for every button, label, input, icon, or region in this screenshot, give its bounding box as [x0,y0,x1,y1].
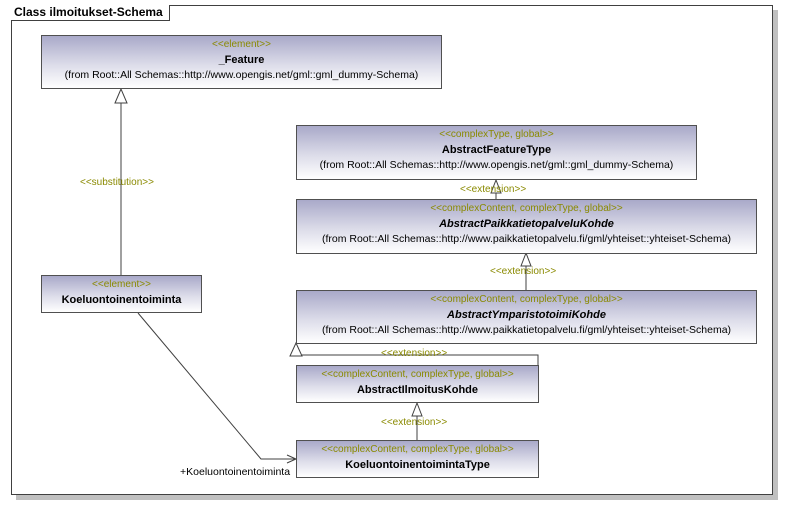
class-origin: (from Root::All Schemas::http://www.open… [64,69,419,81]
class-name: AbstractYmparistotoimiKohde [447,309,606,321]
stereotype: <<complexContent, complexType, global>> [430,203,623,214]
substitution-label: <<substitution>> [80,177,154,188]
class-name: KoeluontoinentoimintaType [345,459,490,471]
class-origin: (from Root::All Schemas::http://www.paik… [321,324,732,336]
class-abstract-feature-type[interactable]: <<complexType, global>> AbstractFeatureT… [296,125,697,180]
stereotype: <<element>> [212,39,271,50]
stereotype: <<complexContent, complexType, global>> [321,369,514,380]
class-name: Koeluontoinentoiminta [61,294,182,306]
stereotype: <<complexType, global>> [439,129,554,140]
class-koeluontoinentoiminta-type[interactable]: <<complexContent, complexType, global>> … [296,440,539,478]
association-line [137,312,296,460]
association-role-label: +Koeluontoinentoiminta [180,466,291,478]
extension-label: <<extension>> [460,184,527,195]
stereotype: <<complexContent, complexType, global>> [321,444,514,455]
stereotype: <<complexContent, complexType, global>> [430,294,623,305]
generalization-arrowhead [411,401,423,417]
class-abstract-paikkatietopalvelu-kohde[interactable]: <<complexContent, complexType, global>> … [296,199,757,254]
generalization-arrowhead [520,251,532,267]
generalization-arrowhead [114,87,128,104]
class-name: AbstractFeatureType [441,144,552,156]
extension-label: <<extension>> [381,348,448,359]
extension-label: <<extension>> [381,417,448,428]
class-feature[interactable]: <<element>> _Feature (from Root::All Sch… [41,35,442,89]
stereotype: <<element>> [92,279,151,290]
class-abstract-ymparistotoimi-kohde[interactable]: <<complexContent, complexType, global>> … [296,290,757,344]
generalization-arrowhead [490,178,502,194]
diagram-title: Class ilmoitukset-Schema [11,5,170,21]
class-koeluontoinentoiminta[interactable]: <<element>> Koeluontoinentoiminta [41,275,202,313]
class-name: AbstractIlmoitusKohde [356,384,478,396]
class-origin: (from Root::All Schemas::http://www.open… [319,159,674,171]
class-name: AbstractPaikkatietopalveluKohde [439,218,614,230]
class-abstract-ilmoitus-kohde[interactable]: <<complexContent, complexType, global>> … [296,365,539,403]
class-origin: (from Root::All Schemas::http://www.paik… [321,233,732,245]
extension-line [302,354,539,365]
extension-label: <<extension>> [490,266,557,277]
generalization-arrowhead [289,341,303,357]
class-name: _Feature [218,54,265,66]
